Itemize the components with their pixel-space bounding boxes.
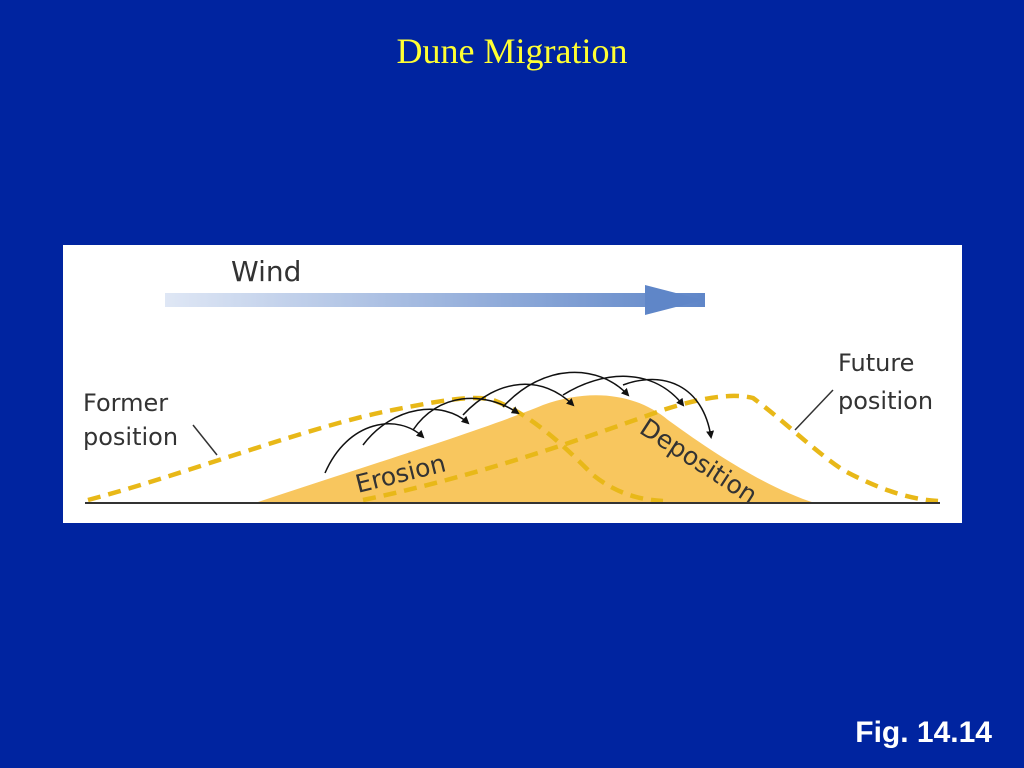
dune-diagram: Wind Former position Future positi: [63, 245, 962, 523]
dune-diagram-svg: Wind Former position Future positi: [63, 245, 962, 523]
former-position-leader: [193, 425, 217, 455]
wind-label: Wind: [231, 255, 301, 288]
wind-arrow: [165, 285, 705, 315]
former-position-label-line1: Former: [83, 389, 168, 417]
future-position-label-line2: position: [838, 387, 933, 415]
former-position-label-line2: position: [83, 423, 178, 451]
future-position-label-line1: Future: [838, 349, 914, 377]
figure-reference: Fig. 14.14: [855, 716, 992, 750]
future-position-leader: [795, 390, 833, 430]
slide-title: Dune Migration: [0, 30, 1024, 72]
